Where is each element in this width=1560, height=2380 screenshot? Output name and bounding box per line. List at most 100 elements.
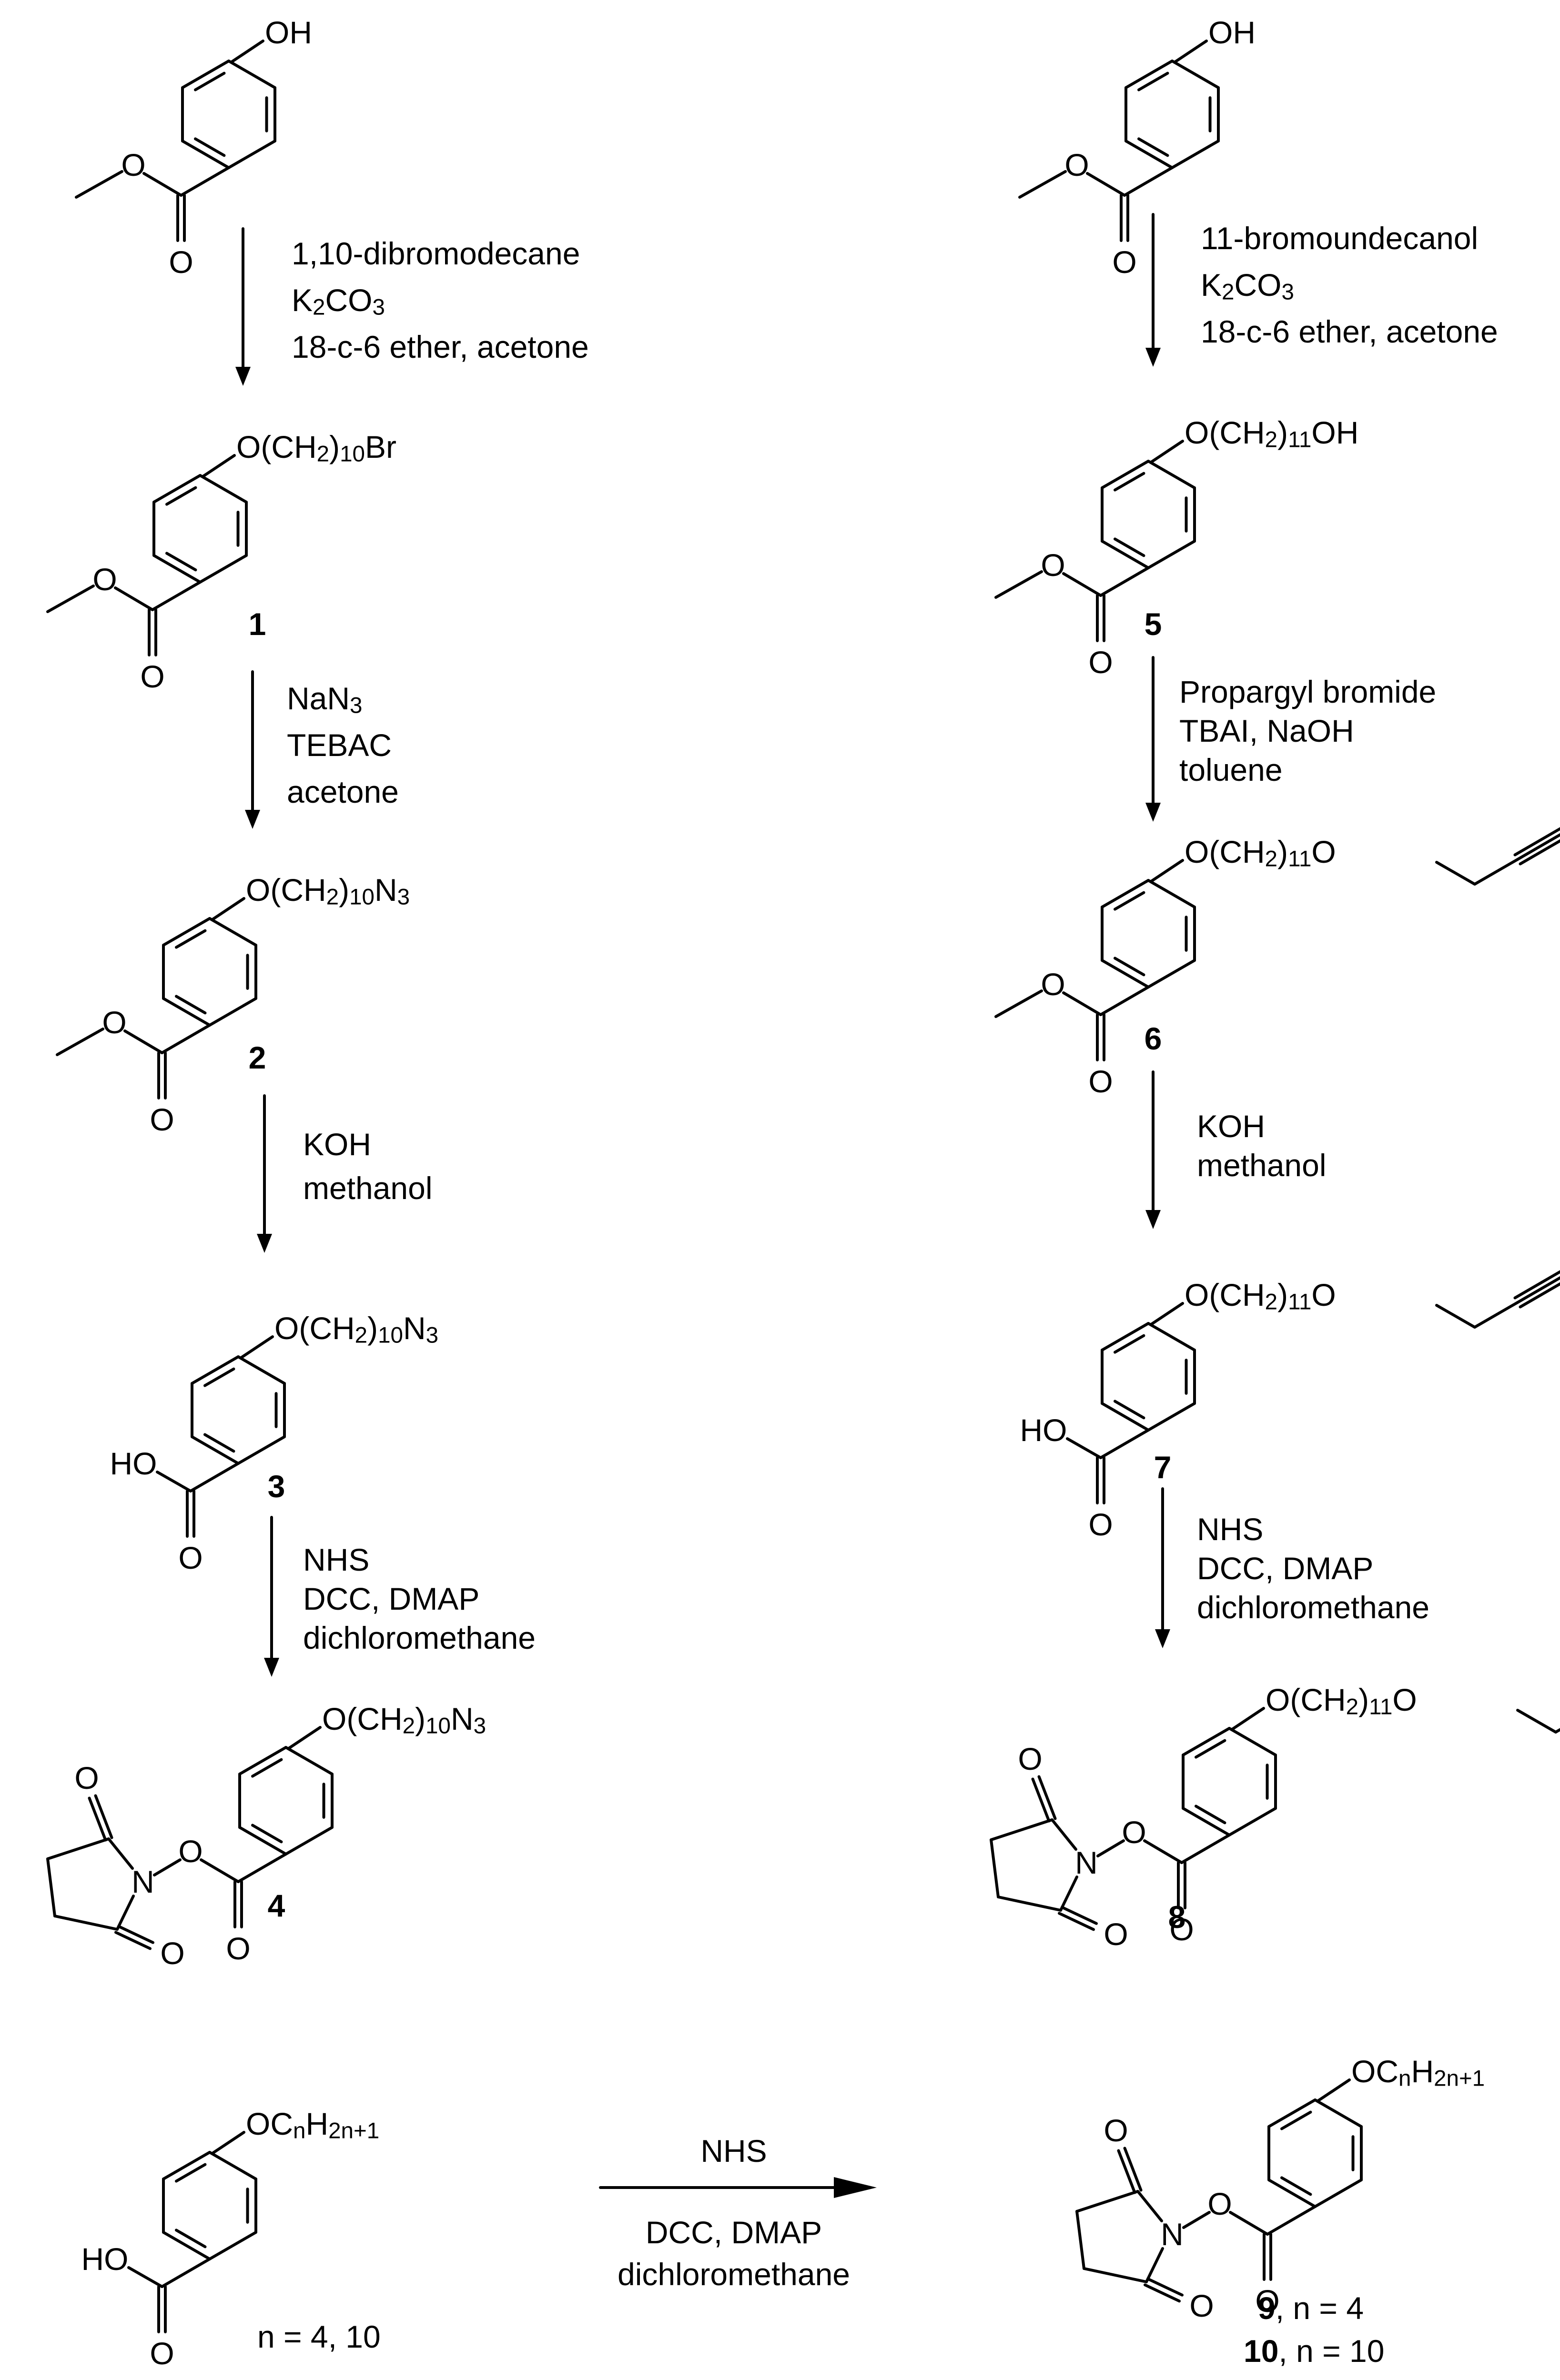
acid-bond	[127, 2266, 163, 2288]
double-bond	[1058, 1912, 1095, 1931]
ring-bond	[284, 1746, 334, 1775]
ring-bond	[1147, 460, 1196, 489]
reagent-text: NHS	[303, 1542, 369, 1577]
ring-bond	[191, 1435, 240, 1465]
reagent-text: NHS	[700, 2133, 767, 2168]
carbonyl-oxygen: O	[169, 244, 193, 280]
ring-bond	[1171, 60, 1220, 89]
ring-bond	[181, 60, 230, 89]
carbonyl-oxygen: O	[140, 659, 164, 694]
aryl-carbonyl-bond	[1099, 1429, 1150, 1459]
ether-bond	[211, 897, 245, 921]
reagent-text: K2​CO3​	[1201, 267, 1294, 304]
arrow-head	[1145, 803, 1161, 822]
side-chain-label: O(CH2​)11​O	[1185, 1277, 1336, 1314]
triple-bond	[1516, 1276, 1560, 1304]
ether-bond	[230, 40, 264, 63]
ether-bond	[1150, 859, 1184, 883]
reagent-text: 18-c-6 ether, acetone	[292, 329, 589, 364]
compound-6: O(CH2​)11​OOO	[994, 827, 1560, 1099]
ring-bond	[227, 60, 276, 89]
methyl-bond	[994, 570, 1043, 599]
ester-oxygen: O	[121, 147, 145, 182]
ring-bond	[1059, 1876, 1078, 1912]
benzene-ring-icon	[1124, 60, 1220, 169]
ring-bond	[1075, 2210, 1085, 2270]
succinimide-ring-icon: OO	[1075, 2113, 1214, 2323]
double-bond	[1123, 2147, 1143, 2192]
n-values-note: n = 4, 10	[257, 2319, 381, 2354]
reagent-text: DCC, DMAP	[646, 2215, 822, 2250]
compound-acid-n: OCn​H2n+1​OHO	[81, 2106, 380, 2371]
side-chain-label: OH	[1208, 15, 1256, 50]
ether-bond	[211, 2131, 245, 2155]
ring-bond	[1101, 879, 1150, 908]
hydroxyl-group: HO	[1020, 1412, 1067, 1448]
reaction-arrow-icon	[1145, 1070, 1161, 1229]
compound-label-3: 3	[268, 1469, 285, 1504]
ring-bond	[990, 1838, 1000, 1898]
benzene-ring-icon	[1101, 879, 1196, 988]
ring-inner-bond	[1280, 2176, 1312, 2196]
ring-bond	[1075, 2190, 1139, 2213]
aryl-carbonyl-bond	[237, 1853, 287, 1883]
ring-bond	[1171, 140, 1220, 169]
ring-bond	[997, 1896, 1062, 1912]
ring-bond	[152, 554, 202, 584]
ring-bond	[1101, 460, 1150, 489]
reagent-text: 18-c-6 ether, acetone	[1201, 314, 1498, 349]
ring-inner-bond	[1137, 137, 1169, 157]
carbonyl-oxygen: O	[1088, 1064, 1113, 1099]
ring-bond	[1147, 879, 1196, 908]
ring-bond	[227, 140, 276, 169]
reagent-text: 11-bromoundecanol	[1201, 221, 1478, 256]
ring-inner-bond	[1114, 891, 1145, 911]
benzene-ring-icon	[1267, 2098, 1363, 2208]
succinimide-ring-icon: OO	[990, 1741, 1128, 1952]
side-chain-label: O(CH2​)11​O	[1266, 1682, 1417, 1719]
ring-bond	[46, 1857, 56, 1917]
arrow-head	[1155, 1629, 1170, 1648]
ring-bond	[1147, 540, 1196, 569]
reagent-text: dichloromethane	[1197, 1590, 1429, 1625]
compound-label-1: 1	[249, 606, 266, 642]
side-chain-label: O(CH2​)10​N3​	[246, 872, 410, 909]
ring-inner-bond	[165, 552, 197, 572]
ester-oxygen: O	[1207, 2186, 1232, 2221]
ester-oxygen: O	[1122, 1815, 1146, 1850]
ring-bond	[208, 2151, 257, 2180]
ring-inner-bond	[194, 71, 226, 91]
ester-bond	[1143, 1839, 1183, 1864]
propargyl-bond	[1516, 1709, 1557, 1734]
ring-bond	[107, 1837, 134, 1870]
arrow-head	[1145, 348, 1161, 367]
imide-oxygen: O	[74, 1760, 99, 1795]
reagent-text: DCC, DMAP	[1197, 1551, 1373, 1586]
imide-oxygen: O	[160, 1936, 184, 1971]
double-bond	[117, 1925, 154, 1944]
ether-bond	[1174, 40, 1208, 63]
ether-bond	[1317, 2078, 1351, 2102]
ester-oxygen: O	[1041, 547, 1065, 583]
ring-bond	[162, 2151, 211, 2180]
ring-bond	[1147, 1322, 1196, 1351]
ring-bond	[46, 1837, 110, 1860]
double-bond	[1146, 2277, 1184, 2297]
benzene-ring-icon	[1182, 1727, 1277, 1836]
reagent-text: acetone	[287, 774, 399, 809]
ring-inner-bond	[175, 2163, 207, 2183]
propargyl-bond	[1554, 1728, 1560, 1734]
ester-bond	[1062, 991, 1102, 1016]
ring-bond	[237, 1435, 286, 1465]
arrow-head	[245, 810, 260, 829]
